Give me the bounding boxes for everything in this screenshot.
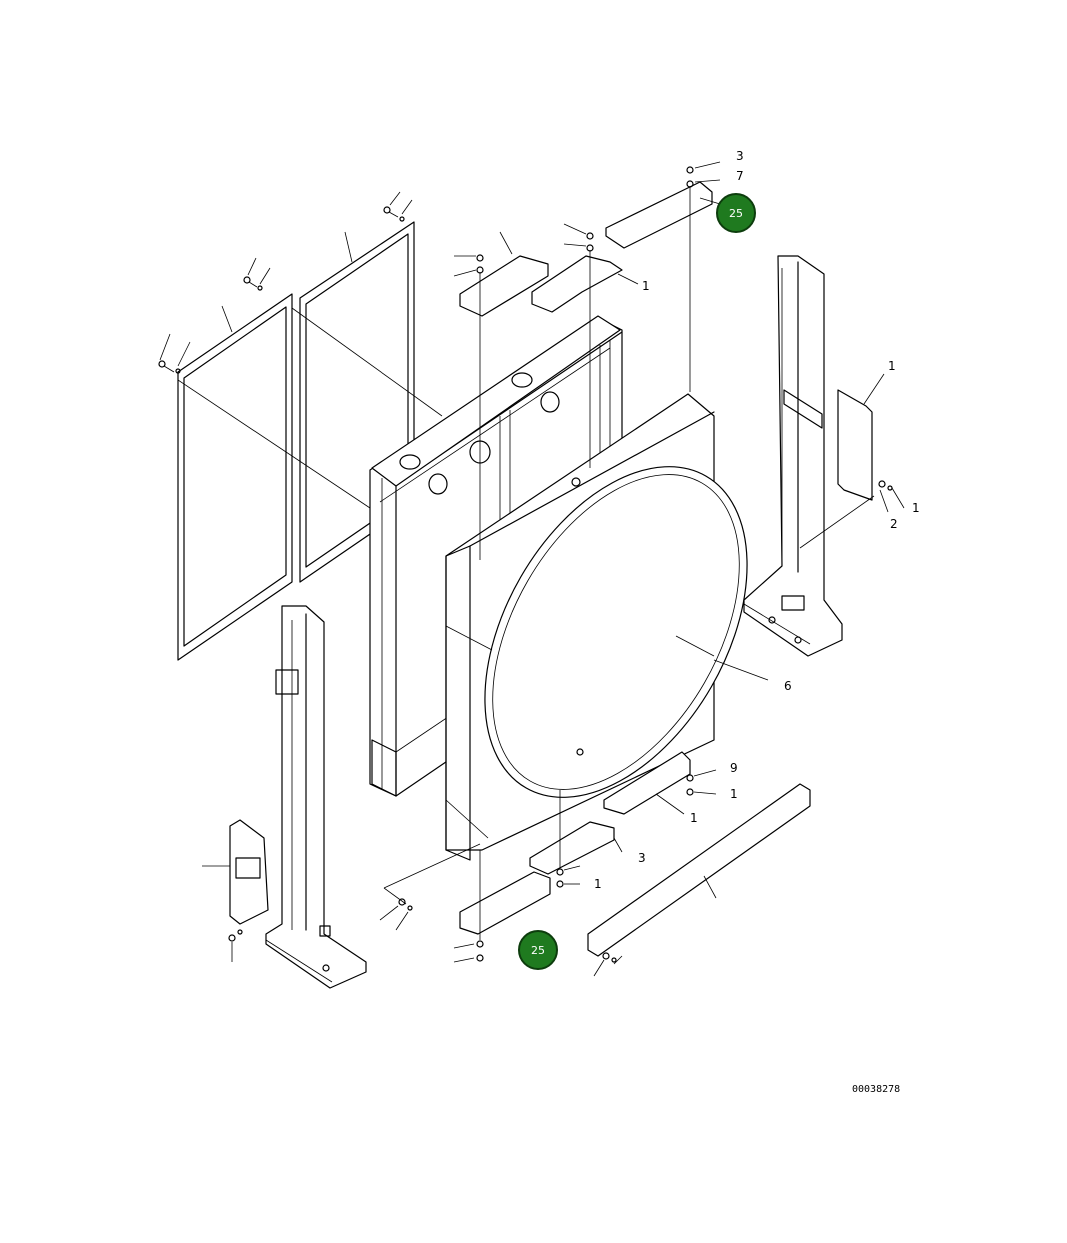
svg-text:25: 25 <box>729 207 743 220</box>
part-label: 2 <box>890 517 898 531</box>
part-label: 1 <box>912 501 920 515</box>
part-label: 7 <box>736 169 744 183</box>
svg-text:25: 25 <box>531 944 545 957</box>
callout-badge[interactable]: 25 <box>716 193 756 233</box>
callout-badge[interactable]: 25 <box>518 930 558 970</box>
lower-left-plate <box>379 843 551 963</box>
left-guard-plate <box>202 819 269 962</box>
right-guard-plate <box>799 373 905 549</box>
fan-shroud <box>445 393 769 861</box>
lower-cross-bar <box>587 783 811 977</box>
part-label: 3 <box>638 851 646 865</box>
top-right-plate <box>605 161 721 392</box>
wing-bolt-icon <box>383 191 413 222</box>
part-label: 1 <box>642 279 650 293</box>
wing-bolt-icon <box>158 333 191 374</box>
left-side-support <box>265 605 367 989</box>
part-label: 3 <box>736 149 744 163</box>
part-label: 1 <box>730 787 738 801</box>
filler-cap-icon <box>399 372 560 495</box>
right-side-support <box>743 255 843 657</box>
top-mid-bracket <box>531 223 639 468</box>
figure-id: 00038278 <box>852 1084 900 1095</box>
part-label: 1 <box>690 811 698 825</box>
lower-right-plate <box>603 751 717 815</box>
wing-bolt-icon <box>243 257 271 291</box>
part-label: 1 <box>594 877 602 891</box>
top-left-bracket <box>453 231 549 560</box>
part-label: 9 <box>730 761 738 775</box>
part-label: 6 <box>784 679 792 693</box>
lower-mid-bracket <box>529 790 623 888</box>
part-label: 1 <box>888 359 896 373</box>
front-screen-panel <box>177 293 293 661</box>
